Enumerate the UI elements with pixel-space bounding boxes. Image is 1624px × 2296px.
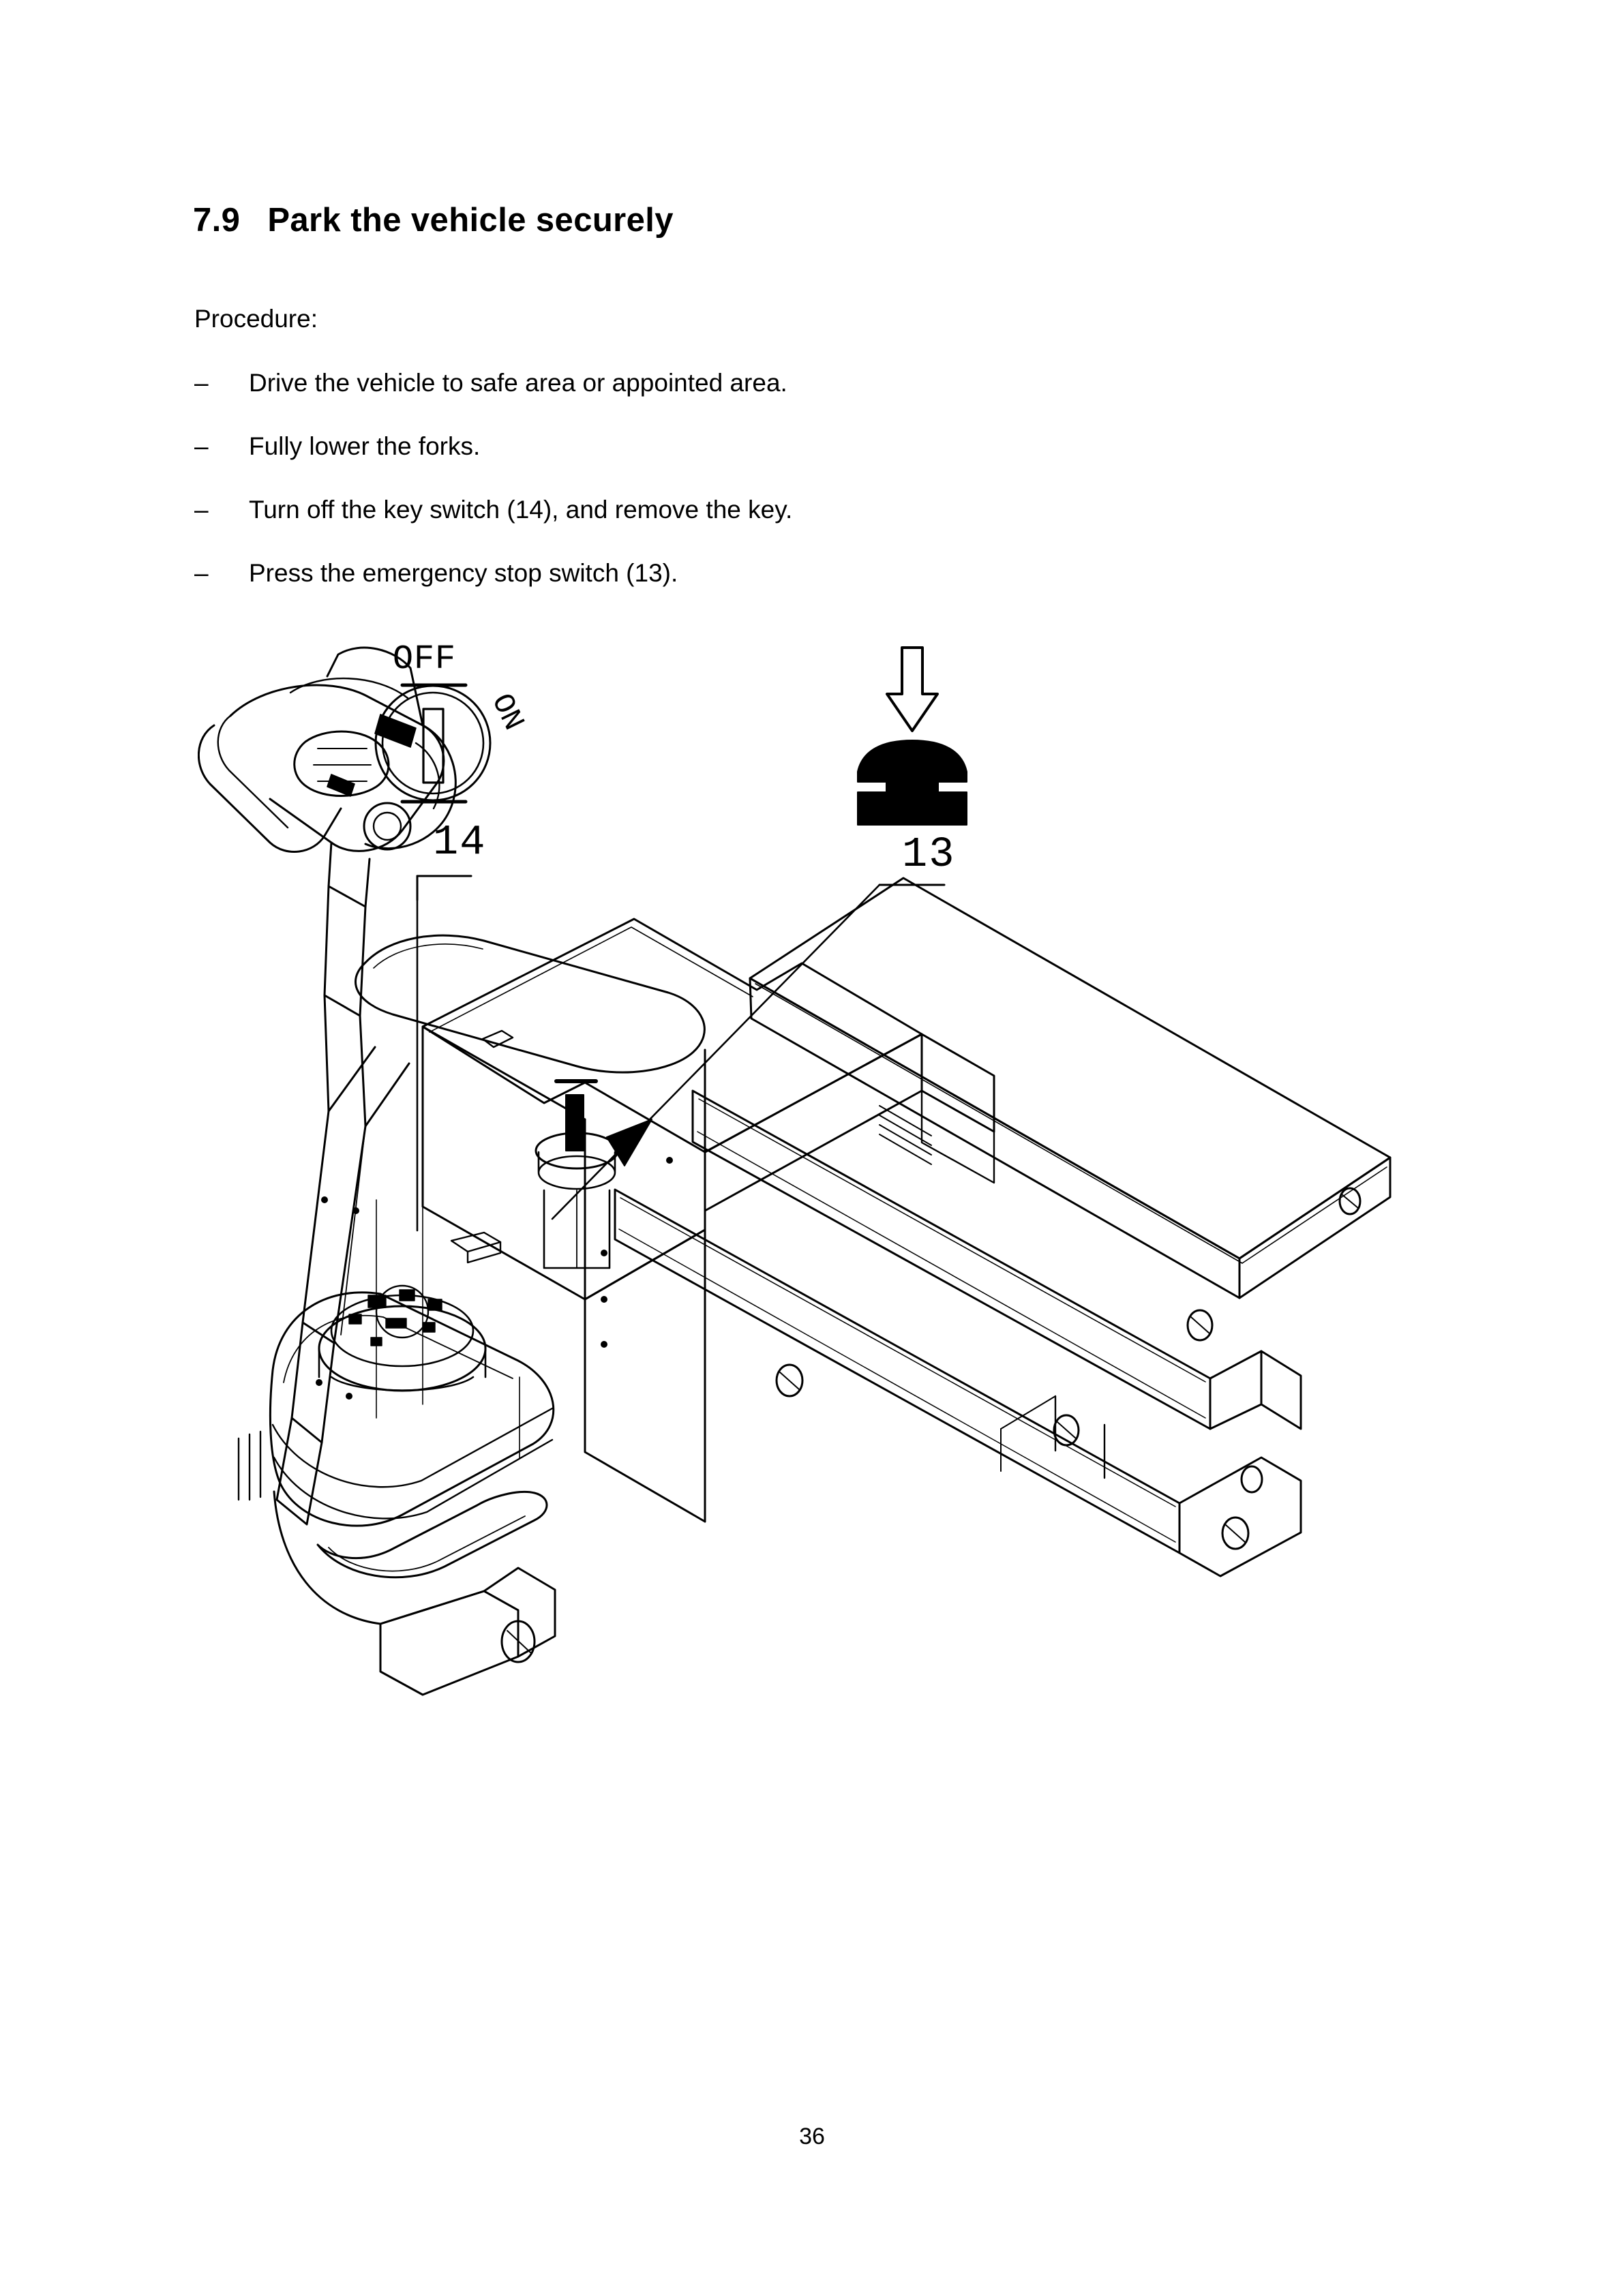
step-text: Drive the vehicle to safe area or appoin… [249,369,787,397]
bullet-dash: – [194,432,209,460]
tiller-arm [275,1046,410,1526]
tiller-head [198,646,457,1128]
list-item: – Press the emergency stop switch (13). [194,559,1422,593]
panel-seams [376,1199,706,1522]
procedure-label: Procedure: [194,305,318,333]
bullet-dash: – [194,369,209,397]
list-item: – Turn off the key switch (14), and remo… [194,496,1422,530]
key-switch-off-label: OFF [393,640,456,679]
fork-platform [749,877,1392,1299]
page-title: 7.9 Park the vehicle securely [193,201,674,239]
heading-text: Park the vehicle securely [267,202,674,239]
chassis-rail [614,1089,1302,1577]
body-hood [421,918,995,1523]
callout-14: 14 [416,818,486,1232]
step-text: Press the emergency stop switch (13). [249,559,678,587]
heading-number: 7.9 [193,202,241,239]
callout-14-label: 14 [433,818,486,866]
load-rollers [775,1309,1263,1550]
page-number: 36 [799,2124,825,2149]
key-switch-on-label: ON [483,689,530,736]
list-item: – Drive the vehicle to safe area or appo… [194,369,1422,403]
key-switch-symbol: OFF ON [374,640,530,804]
bumper [237,1291,556,1696]
callout-13: 13 [551,830,955,1220]
drive-wheel-assembly [318,1231,502,1392]
bullet-dash: – [194,559,209,587]
control-panel [354,918,706,1074]
bullet-dash: – [194,496,209,524]
technical-illustration: OFF ON 14 13 [198,614,1445,1772]
step-text: Turn off the key switch (14), and remove… [249,496,793,524]
key-switch-on-panel [535,1079,652,1269]
callout-13-label: 13 [902,830,955,879]
down-arrow-icon [886,646,939,732]
list-item: – Fully lower the forks. [194,432,1422,466]
emergency-stop-symbol [857,646,967,826]
step-text: Fully lower the forks. [249,432,481,460]
